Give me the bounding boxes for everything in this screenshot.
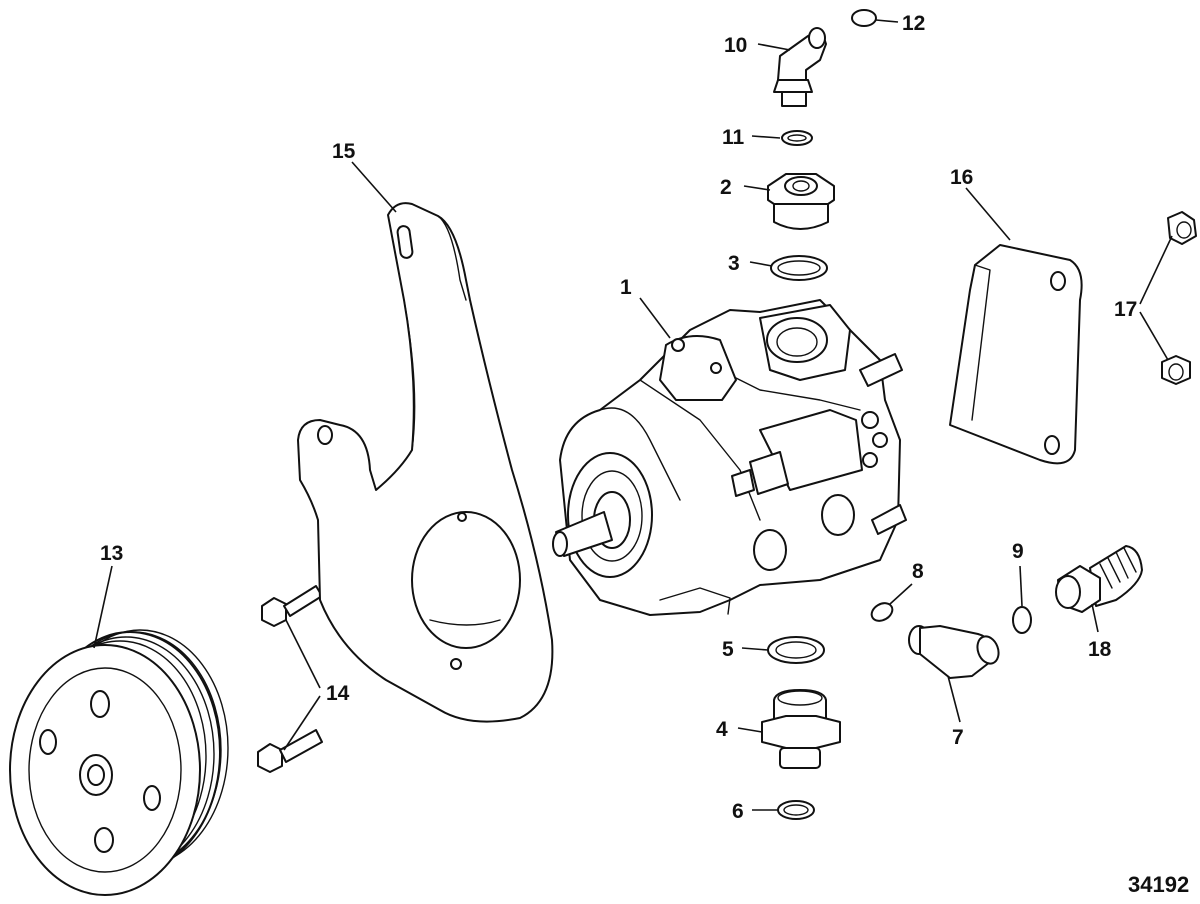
part-5-o-ring — [767, 636, 825, 664]
leader-12 — [875, 19, 899, 23]
part-7-elbow — [908, 625, 1000, 679]
callout-3: 3 — [728, 252, 740, 275]
part-16-support-bracket — [949, 244, 1083, 465]
callout-10: 10 — [724, 34, 747, 57]
part-8-o-ring — [870, 602, 894, 622]
part-15-mounting-bracket — [297, 202, 554, 723]
part-1-pump — [552, 299, 907, 616]
part-17-nuts — [1161, 211, 1197, 385]
callout-5: 5 — [722, 638, 734, 661]
leader-5 — [741, 647, 769, 651]
leader-9 — [1019, 565, 1023, 607]
leader-16 — [965, 187, 1011, 241]
callout-11: 11 — [722, 126, 745, 149]
part-3-o-ring — [770, 255, 828, 281]
figure-number: 34192 — [1128, 872, 1189, 897]
callout-2: 2 — [720, 176, 732, 199]
part-18-fitting — [1055, 545, 1143, 613]
part-6-o-ring — [777, 800, 815, 820]
callout-4: 4 — [716, 718, 728, 741]
callout-18: 18 — [1088, 638, 1112, 661]
callout-8: 8 — [912, 560, 924, 583]
part-12-o-ring — [851, 9, 877, 27]
callout-9: 9 — [1012, 540, 1024, 563]
leader-14b — [283, 695, 321, 751]
leader-4 — [737, 727, 763, 733]
leader-3 — [749, 261, 773, 267]
leader-8 — [889, 583, 913, 605]
part-11-seal-ring — [781, 130, 813, 146]
leader-11 — [751, 135, 781, 139]
leader-lines — [93, 19, 1173, 811]
leader-14a — [285, 619, 321, 689]
leader-2 — [743, 185, 771, 191]
callout-6: 6 — [732, 800, 744, 823]
part-9-o-ring — [1012, 606, 1032, 634]
leader-17a — [1139, 235, 1173, 305]
leader-1 — [639, 297, 671, 339]
leader-17b — [1139, 311, 1169, 361]
callout-labels: 1 2 3 4 5 6 7 8 9 10 11 12 13 14 15 16 1… — [100, 12, 1137, 823]
leader-15 — [351, 161, 397, 213]
part-2-adapter — [767, 173, 835, 230]
callout-17: 17 — [1114, 298, 1137, 321]
leader-13 — [93, 565, 113, 649]
callout-13: 13 — [100, 542, 123, 565]
leader-18 — [1091, 603, 1099, 633]
callout-1: 1 — [620, 276, 632, 299]
part-13-pulley — [9, 629, 229, 896]
callout-14: 14 — [326, 682, 350, 705]
part-4-fitting — [761, 689, 841, 769]
part-14-bolts — [257, 585, 323, 773]
callout-16: 16 — [950, 166, 973, 189]
callout-15: 15 — [332, 140, 356, 163]
callout-12: 12 — [902, 12, 925, 35]
leader-7 — [947, 675, 961, 723]
callout-7: 7 — [952, 726, 964, 749]
leader-10 — [757, 43, 791, 51]
part-10-elbow-fitting — [773, 27, 827, 107]
